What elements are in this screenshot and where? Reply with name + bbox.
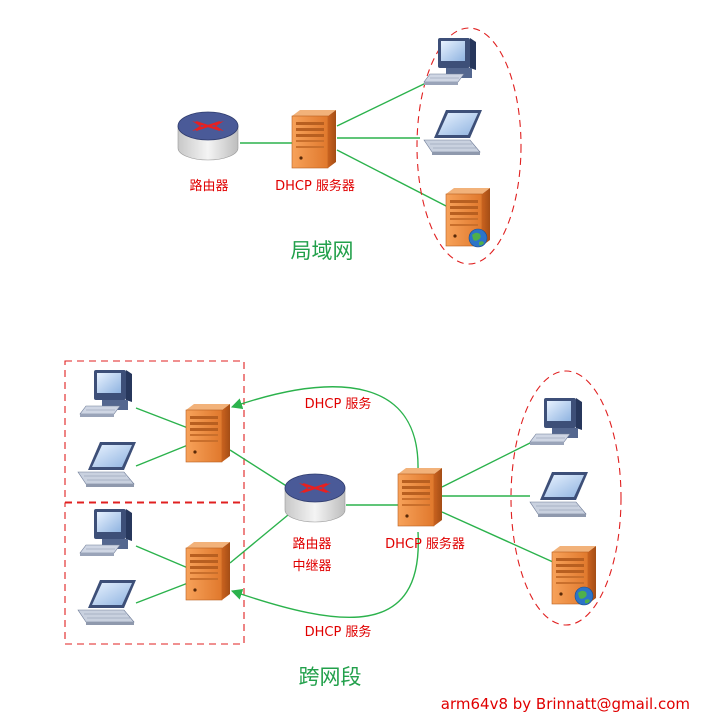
- link-dhcp-webserver-bottom: [441, 511, 554, 563]
- desktop-computer-icon: [79, 508, 133, 557]
- laptop-icon: [77, 579, 137, 626]
- link-relay-router-lower: [229, 514, 289, 564]
- desktop-computer-icon: [529, 397, 583, 446]
- desktop-computer-icon: [79, 369, 133, 418]
- web-server-icon: [552, 546, 596, 605]
- laptop-icon: [529, 471, 589, 518]
- router-icon: [176, 110, 240, 162]
- lan-client-group-bottom: [510, 370, 622, 626]
- dhcp-service-label-upper: DHCP 服务: [305, 396, 372, 412]
- link-desktop-relay-lower: [135, 545, 189, 569]
- dhcp-service-arrow-lower: [230, 531, 419, 618]
- laptop-icon: [423, 109, 483, 156]
- link-dhcp-desktop-top: [336, 81, 429, 127]
- lan-client-group-top: [416, 27, 522, 265]
- relay-server-icon-lower: [185, 541, 231, 601]
- desktop-computer-icon: [423, 37, 477, 86]
- router-label: 路由器: [189, 178, 228, 194]
- link-dhcp-desktop-bottom: [441, 441, 533, 488]
- relay-server-icon-upper: [185, 403, 231, 463]
- dhcp-service-label-lower: DHCP 服务: [305, 624, 372, 640]
- dhcp-server-icon: [291, 109, 337, 169]
- link-relay-router-upper: [229, 449, 289, 488]
- dhcp-service-arrow-upper: [230, 386, 419, 471]
- link-dhcp-webserver-top: [336, 149, 449, 208]
- lan-caption: 局域网: [291, 239, 354, 263]
- subnet-box-lower: [64, 502, 245, 645]
- web-server-icon: [446, 188, 490, 247]
- laptop-icon: [77, 441, 137, 488]
- dhcp-server-icon: [397, 467, 443, 527]
- top-section: 路由器 DHCP 服务器 局域网: [176, 27, 522, 265]
- dhcp-server-label: DHCP 服务器: [275, 178, 355, 194]
- router-relay-icon: [283, 472, 347, 524]
- relay-label: 中继器: [292, 559, 331, 574]
- link-laptop-relay-lower: [135, 582, 189, 604]
- subnet-box-upper: [64, 360, 245, 503]
- dhcp-server-label: DHCP 服务器: [385, 536, 465, 552]
- router-label: 路由器: [292, 536, 331, 552]
- link-laptop-relay-upper: [135, 444, 189, 467]
- bottom-section: DHCP 服务 DHCP 服务 路由器 中继器 DHCP 服务器 跨网段: [64, 360, 622, 689]
- cross-subnet-caption: 跨网段: [299, 665, 362, 689]
- link-desktop-relay-upper: [135, 407, 189, 429]
- credit-text: arm64v8 by Brinnatt@gmail.com: [441, 695, 690, 713]
